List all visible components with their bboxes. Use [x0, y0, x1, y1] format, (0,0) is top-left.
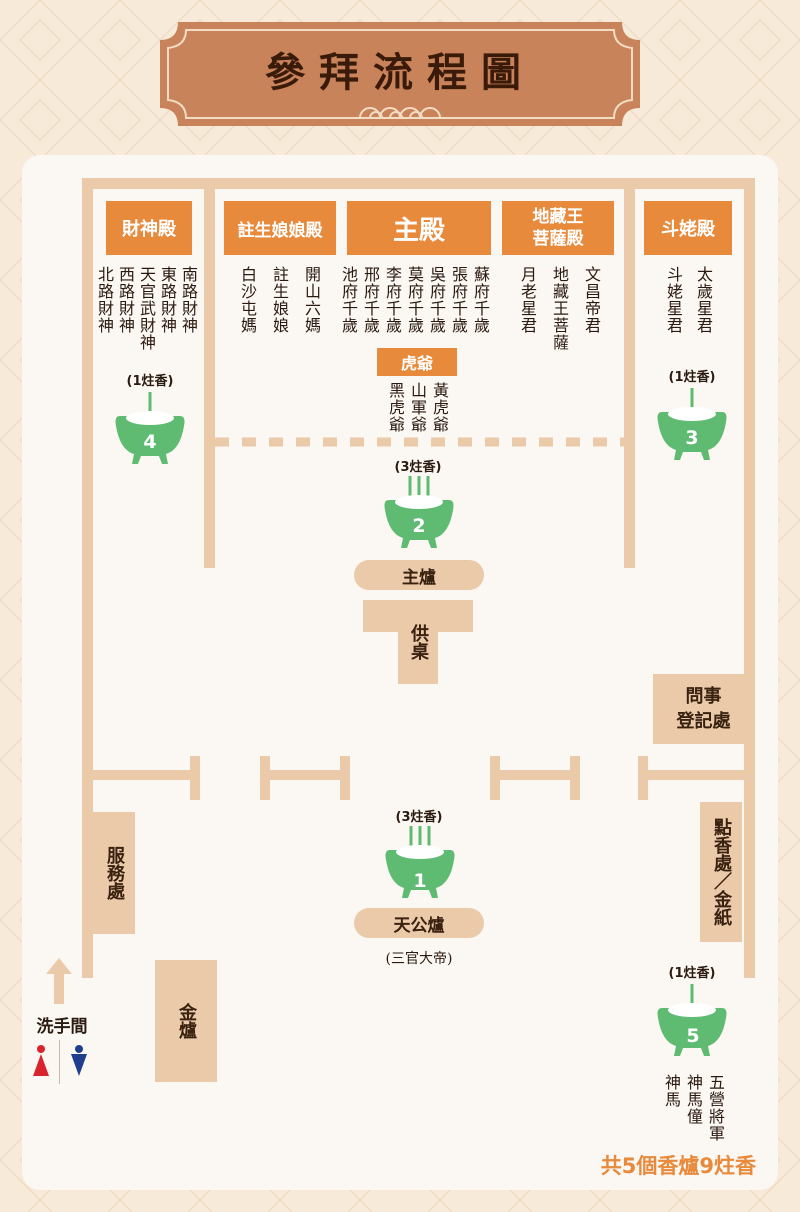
- wall: [204, 186, 215, 568]
- deity: 池府千歲: [339, 266, 358, 334]
- service-desk: 服務處: [93, 812, 135, 934]
- title-banner: [160, 22, 640, 126]
- hall-caishen-label: 財神殿: [122, 219, 176, 240]
- restroom-label: 洗手間: [36, 1017, 88, 1037]
- burner-4-count: (1炷香): [126, 374, 174, 389]
- wall: [190, 756, 200, 800]
- huye-label: 虎爺: [377, 348, 457, 376]
- deity: 註生娘娘: [270, 266, 289, 334]
- deity: 斗姥星君: [664, 266, 683, 334]
- hall-zhusheng-label: 註生娘娘殿: [237, 220, 323, 241]
- altar-label: 供桌: [408, 624, 429, 660]
- deity: 白沙屯媽: [238, 266, 257, 334]
- deity: 張府千歲: [449, 266, 468, 334]
- main-burner-label: 主爐: [354, 560, 484, 590]
- hall-caishen: 財神殿: [106, 201, 192, 255]
- wall: [82, 178, 93, 978]
- hall-dizang-label-1: 地藏王: [532, 207, 584, 227]
- wall: [340, 756, 350, 800]
- tiangong-burner-text: 天公爐: [393, 915, 445, 936]
- deity: 東路財神: [158, 266, 177, 334]
- hall-main-label: 主殿: [392, 215, 445, 246]
- incense-burner-icon: [657, 984, 727, 1056]
- inquiry-label-1: 問事: [685, 686, 722, 707]
- footer-summary: 共5個香爐9炷香: [600, 1154, 756, 1178]
- deity: 北路財神: [95, 266, 114, 334]
- burner-1-number: 1: [413, 870, 427, 892]
- deity: 黑虎爺: [386, 382, 405, 433]
- incense-burner-icon: [385, 826, 455, 898]
- burner-5-count: (1炷香): [668, 966, 716, 981]
- burner-1-count: (3炷香): [395, 810, 443, 825]
- sanguan-dadi-label: (三官大帝): [385, 951, 453, 967]
- deity: 蘇府千歲: [471, 266, 490, 334]
- page-title: 參拜流程圖: [265, 49, 535, 96]
- gold-furnace-label: 金爐: [176, 1003, 197, 1039]
- deity: 文昌帝君: [582, 266, 601, 334]
- dashed-divider: [215, 437, 625, 447]
- deity: 西路財神: [116, 266, 135, 334]
- altar-table-leg: 供桌: [398, 600, 438, 684]
- gold-furnace: 金爐: [155, 960, 217, 1082]
- incense-burner-icon: [115, 392, 185, 464]
- deity: 吳府千歲: [427, 266, 446, 334]
- huye-label-text: 虎爺: [400, 354, 433, 373]
- deity: 邢府千歲: [361, 266, 380, 334]
- burner-2-count: (3炷香): [394, 460, 442, 475]
- hall-doumu-label: 斗姥殿: [661, 219, 715, 240]
- deity: 開山六媽: [302, 266, 321, 334]
- incense-paper-desk: 點香處／金紙: [700, 802, 742, 942]
- deity: 黃虎爺: [430, 382, 449, 433]
- hall-zhusheng: 註生娘娘殿: [224, 201, 336, 255]
- hall-dizang: 地藏王 菩薩殿: [502, 201, 614, 255]
- deity: 五營將軍: [706, 1074, 725, 1142]
- burner-3-number: 3: [685, 427, 699, 449]
- deity: 神馬僮: [684, 1074, 703, 1125]
- wall: [490, 770, 578, 780]
- deity: 莫府千歲: [405, 266, 424, 334]
- deity: 山軍爺: [408, 382, 427, 433]
- wall: [82, 770, 197, 780]
- burner-4-number: 4: [143, 431, 157, 453]
- deity: 地藏王菩薩: [550, 266, 569, 351]
- deity: 神馬: [662, 1074, 681, 1108]
- wall: [744, 178, 755, 978]
- burner-5-number: 5: [686, 1025, 700, 1047]
- deity: 李府千歲: [383, 266, 402, 334]
- wall: [570, 756, 580, 800]
- incense-burner-icon: [384, 476, 454, 548]
- restroom-divider: [59, 1040, 60, 1084]
- deity: 太歲星君: [694, 266, 713, 334]
- wall: [260, 770, 348, 780]
- service-label: 服務處: [104, 846, 125, 900]
- wall: [82, 178, 754, 189]
- deity: 南路財神: [179, 266, 198, 334]
- wall: [624, 186, 635, 568]
- hall-dizang-label-2: 菩薩殿: [532, 229, 584, 249]
- burner-3-count: (1炷香): [668, 370, 716, 385]
- hall-main: 主殿: [347, 201, 491, 255]
- main-burner-text: 主爐: [402, 567, 436, 588]
- wall: [638, 770, 754, 780]
- female-icon: [33, 1045, 49, 1076]
- inquiry-desk: 問事 登記處: [653, 674, 754, 744]
- burner-2-number: 2: [412, 515, 426, 537]
- deity: 月老星君: [518, 266, 537, 334]
- inquiry-label-2: 登記處: [676, 711, 731, 732]
- incense-burner-icon: [657, 388, 727, 460]
- arrow-up-icon: [46, 958, 72, 1004]
- hall-doumu: 斗姥殿: [644, 201, 732, 255]
- tiangong-burner-label: 天公爐: [354, 908, 484, 938]
- deity: 天官武財神: [137, 266, 156, 351]
- male-icon: [71, 1045, 87, 1076]
- incense-paper-label: 點香處／金紙: [711, 818, 732, 926]
